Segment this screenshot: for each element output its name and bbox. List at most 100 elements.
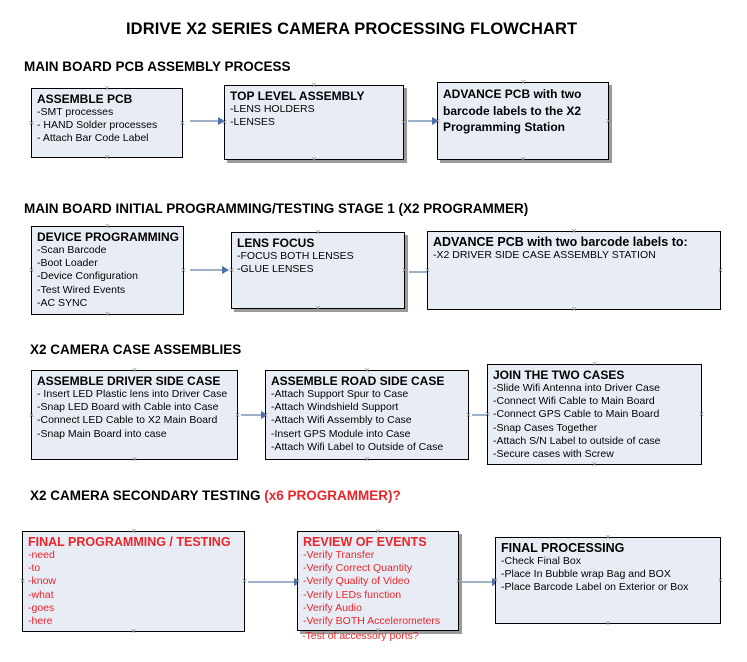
node-final-programming-testing[interactable]: FINAL PROGRAMMING / TESTING -need -to -k… bbox=[22, 531, 245, 632]
node-review-of-events[interactable]: REVIEW OF EVENTS -Verify Transfer -Verif… bbox=[297, 531, 459, 631]
resize-handle-bottom[interactable] bbox=[315, 305, 322, 312]
node-lens-focus[interactable]: LENS FOCUS -FOCUS BOTH LENSES -GLUE LENS… bbox=[231, 232, 405, 309]
resize-handle-bottom[interactable] bbox=[104, 154, 111, 161]
node-item-list: -SMT processes - HAND Solder processes -… bbox=[37, 106, 178, 146]
arrowhead-icon bbox=[218, 117, 225, 125]
node-item: -Check Final Box bbox=[501, 555, 581, 567]
node-header: REVIEW OF EVENTS bbox=[303, 535, 427, 549]
node-item: -know bbox=[28, 575, 57, 588]
resize-handle-bottom[interactable] bbox=[520, 156, 527, 163]
resize-handle-bottom[interactable] bbox=[605, 620, 612, 627]
node-item: -LENSES bbox=[230, 116, 275, 129]
node-item: -Test Wired Events bbox=[37, 283, 126, 296]
connector-line bbox=[408, 120, 434, 122]
connector-line bbox=[190, 269, 224, 271]
node-advance-pcb-x2-station[interactable]: ADVANCE PCB with two barcode labels to t… bbox=[437, 82, 609, 160]
node-item-list: -X2 DRIVER SIDE CASE ASSEMBLY STATION bbox=[433, 249, 716, 262]
node-final-processing[interactable]: FINAL PROCESSING -Check Final Box -Place… bbox=[495, 537, 721, 624]
resize-handle-right[interactable] bbox=[234, 412, 241, 419]
node-item: -Snap LED Board with Cable into Case bbox=[37, 401, 219, 414]
node-header: DEVICE PROGRAMMING bbox=[37, 230, 180, 244]
node-assemble-road-side-case[interactable]: ASSEMBLE ROAD SIDE CASE -Attach Support … bbox=[265, 370, 469, 460]
node-item: -Connect LED Cable to X2 Main Board bbox=[37, 414, 218, 427]
resize-handle-left[interactable] bbox=[19, 578, 26, 585]
node-item-list: -Slide Wifi Antenna into Driver Case -Co… bbox=[493, 382, 697, 461]
node-item: -Verify Correct Quantity bbox=[303, 562, 413, 575]
node-advance-pcb-driver-side[interactable]: ADVANCE PCB with two barcode labels to: … bbox=[427, 231, 721, 310]
node-assemble-pcb[interactable]: ASSEMBLE PCB -SMT processes - HAND Solde… bbox=[31, 88, 183, 158]
node-item-list: -need -to -know -what -goes -here bbox=[28, 549, 240, 628]
node-header: ADVANCE PCB with two barcode labels to: bbox=[433, 235, 688, 249]
resize-handle-top[interactable] bbox=[104, 85, 111, 92]
resize-handle-bottom[interactable] bbox=[130, 628, 137, 635]
section-heading-secondary-testing: X2 CAMERA SECONDARY TESTING (x6 PROGRAMM… bbox=[30, 488, 401, 503]
resize-handle-right[interactable] bbox=[400, 119, 407, 126]
resize-handle-right[interactable] bbox=[180, 267, 187, 274]
node-item: -Attach Wifi Label to Outside of Case bbox=[271, 440, 444, 453]
node-item: -Verify BOTH Accelerometers bbox=[303, 615, 441, 628]
node-item: -Boot Loader bbox=[37, 257, 98, 270]
resize-handle-right[interactable] bbox=[179, 120, 186, 127]
node-assemble-driver-side-case[interactable]: ASSEMBLE DRIVER SIDE CASE - Insert LED P… bbox=[31, 370, 238, 460]
resize-handle-top[interactable] bbox=[104, 223, 111, 230]
resize-handle-top[interactable] bbox=[571, 228, 578, 235]
resize-handle-top[interactable] bbox=[520, 79, 527, 86]
node-join-the-two-cases[interactable]: JOIN THE TWO CASES -Slide Wifi Antenna i… bbox=[487, 364, 702, 465]
section-heading-text: MAIN BOARD INITIAL PROGRAMMING/TESTING S… bbox=[24, 201, 529, 216]
resize-handle-bottom[interactable] bbox=[571, 306, 578, 313]
resize-handle-top[interactable] bbox=[130, 528, 137, 535]
resize-handle-bottom[interactable] bbox=[131, 456, 138, 463]
node-item: -Attach S/N Label to outside of case bbox=[493, 434, 661, 447]
node-header: ASSEMBLE PCB bbox=[37, 92, 133, 106]
resize-handle-top[interactable] bbox=[311, 82, 318, 89]
node-header: FINAL PROGRAMMING / TESTING bbox=[28, 535, 231, 549]
resize-handle-top[interactable] bbox=[315, 229, 322, 236]
node-item: -SMT processes bbox=[37, 106, 114, 118]
resize-handle-bottom[interactable] bbox=[591, 461, 598, 468]
node-item-list: -LENS HOLDERS -LENSES bbox=[230, 103, 399, 129]
resize-handle-right[interactable] bbox=[605, 118, 612, 125]
node-top-level-assembly[interactable]: TOP LEVEL ASSEMBLY -LENS HOLDERS -LENSES bbox=[224, 85, 404, 160]
resize-handle-top[interactable] bbox=[131, 367, 138, 374]
resize-handle-top[interactable] bbox=[605, 534, 612, 541]
node-header: LENS FOCUS bbox=[237, 236, 315, 250]
node-item: -Verify Quality of Video bbox=[303, 575, 410, 588]
resize-handle-bottom[interactable] bbox=[104, 311, 111, 318]
resize-handle-right[interactable] bbox=[465, 412, 472, 419]
resize-handle-bottom[interactable] bbox=[311, 156, 318, 163]
resize-handle-right[interactable] bbox=[698, 411, 705, 418]
node-item-list: -Check Final Box -Place In Bubble wrap B… bbox=[501, 555, 716, 595]
node-header: TOP LEVEL ASSEMBLY bbox=[230, 89, 365, 103]
node-header: FINAL PROCESSING bbox=[501, 541, 625, 555]
section-heading-text: X2 CAMERA CASE ASSEMBLIES bbox=[30, 342, 242, 357]
resize-handle-right[interactable] bbox=[401, 267, 408, 274]
node-item: -AC SYNC bbox=[37, 296, 88, 309]
node-item: -Secure cases with Screw bbox=[493, 448, 614, 461]
section-heading-pcb-assembly: MAIN BOARD PCB ASSEMBLY PROCESS bbox=[24, 59, 291, 74]
node-device-programming[interactable]: DEVICE PROGRAMMING -Scan Barcode -Boot L… bbox=[31, 226, 184, 315]
resize-handle-left[interactable] bbox=[28, 120, 35, 127]
resize-handle-right[interactable] bbox=[455, 578, 462, 585]
resize-handle-top[interactable] bbox=[364, 367, 371, 374]
resize-handle-left[interactable] bbox=[28, 412, 35, 419]
node-item: -Insert GPS Module into Case bbox=[271, 427, 411, 440]
document-title: IDRIVE X2 SERIES CAMERA PROCESSING FLOWC… bbox=[126, 20, 578, 38]
resize-handle-right[interactable] bbox=[717, 267, 724, 274]
resize-handle-left[interactable] bbox=[228, 267, 235, 274]
resize-handle-bottom[interactable] bbox=[364, 456, 371, 463]
resize-handle-right[interactable] bbox=[241, 578, 248, 585]
node-item: -Verify Audio bbox=[303, 601, 362, 614]
resize-handle-left[interactable] bbox=[28, 267, 35, 274]
connector-line bbox=[409, 271, 443, 273]
node-item-list: -FOCUS BOTH LENSES -GLUE LENSES bbox=[237, 250, 400, 276]
resize-handle-right[interactable] bbox=[717, 577, 724, 584]
resize-handle-top[interactable] bbox=[375, 528, 382, 535]
node-item: -here bbox=[28, 615, 53, 628]
section-heading-initial-programming: MAIN BOARD INITIAL PROGRAMMING/TESTING S… bbox=[24, 201, 528, 216]
section-heading-accent: (x6 PROGRAMMER)? bbox=[264, 488, 401, 503]
resize-handle-top[interactable] bbox=[591, 361, 598, 368]
arrowhead-icon bbox=[222, 266, 229, 274]
node-item: -Snap Main Board into case bbox=[37, 427, 167, 440]
node-item: - Attach Bar Code Label bbox=[37, 132, 149, 145]
